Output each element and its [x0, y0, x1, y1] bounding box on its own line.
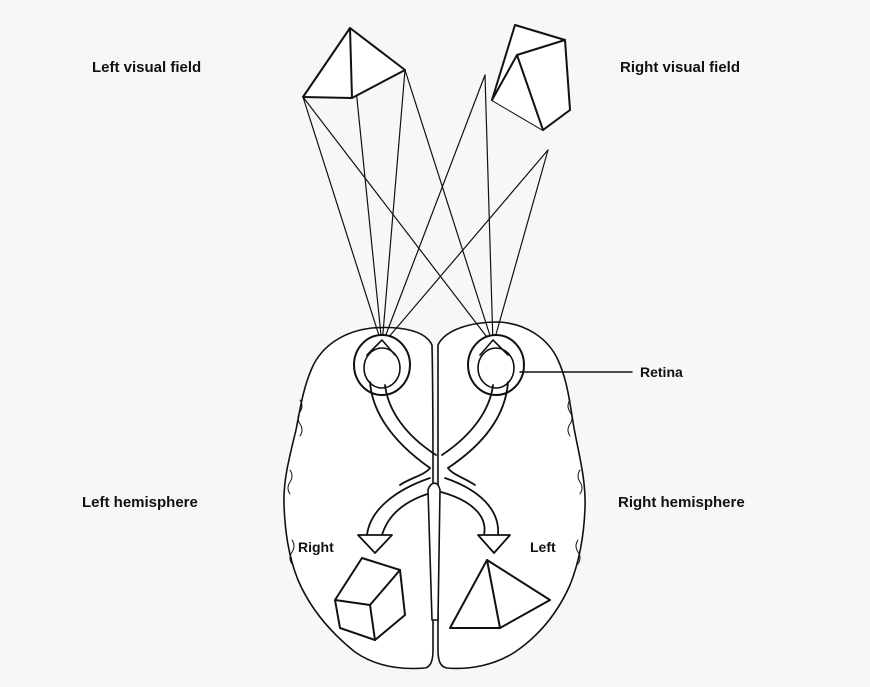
left-hemisphere-label: Left hemisphere: [82, 495, 198, 510]
retina-label: Retina: [640, 365, 683, 379]
ray-left-obj-to-right-eye-2: [405, 70, 493, 345]
right-visual-field-label: Right visual field: [620, 60, 740, 75]
left-visual-field-label: Left visual field: [92, 60, 201, 75]
ray-right-obj-to-right-eye-1: [485, 75, 493, 345]
ray-left-obj-to-left-eye-3: [382, 70, 405, 345]
right-field-cube: [492, 25, 570, 130]
right-eye: [468, 335, 524, 395]
ray-right-obj-to-left-eye-2: [382, 150, 548, 345]
ray-left-obj-to-right-eye-1: [303, 97, 493, 345]
left-field-pyramid: [303, 28, 405, 98]
left-eye: [354, 335, 410, 395]
ray-right-obj-to-right-eye-2: [493, 150, 548, 345]
right-hemisphere-label: Right hemisphere: [618, 495, 745, 510]
left-arrow-label: Left: [530, 540, 556, 554]
ray-right-obj-to-left-eye-1: [382, 75, 485, 345]
right-arrow-label: Right: [298, 540, 334, 554]
ray-left-obj-to-left-eye-1: [303, 97, 382, 345]
